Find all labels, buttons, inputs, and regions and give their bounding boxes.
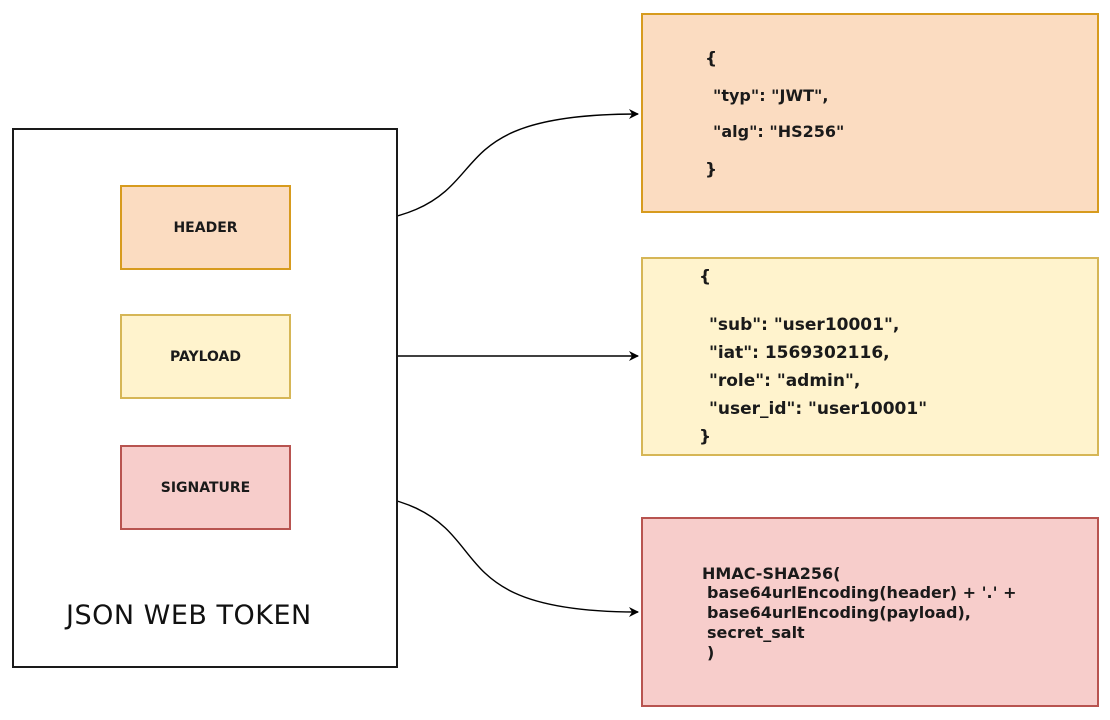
header-part-label: HEADER [173,219,238,236]
payload-role-line: "role": "admin", [709,371,861,391]
payload-part-label: PAYLOAD [169,348,241,365]
header-close-brace: } [705,160,718,180]
payload-open-brace: { [699,267,712,287]
payload-userid-line: "user_id": "user10001" [709,399,928,419]
signature-line-3: base64urlEncoding(payload), [707,603,971,622]
header-alg-line: "alg": "HS256" [713,122,845,141]
payload-sub-line: "sub": "user10001", [709,315,900,335]
header-open-brace: { [705,49,718,69]
signature-line-5: ) [707,643,715,662]
header-json-box: { "typ": "JWT", "alg": "HS256" } [641,13,1099,213]
signature-line-1: HMAC-SHA256( [702,564,841,583]
payload-close-brace: } [699,427,712,447]
signature-line-4: secret_salt [707,623,805,642]
payload-iat-line: "iat": 1569302116, [709,343,890,363]
payload-part-box: PAYLOAD [120,314,291,399]
header-typ-line: "typ": "JWT", [713,86,829,105]
payload-json-box: { "sub": "user10001", "iat": 1569302116,… [641,257,1099,456]
header-part-box: HEADER [120,185,291,270]
token-title: JSON WEB TOKEN [66,600,312,631]
signature-part-label: SIGNATURE [160,479,251,496]
signature-part-box: SIGNATURE [120,445,291,530]
signature-line-2: base64urlEncoding(header) + '.' + [707,583,1017,602]
signature-formula-box: HMAC-SHA256( base64urlEncoding(header) +… [641,517,1099,707]
